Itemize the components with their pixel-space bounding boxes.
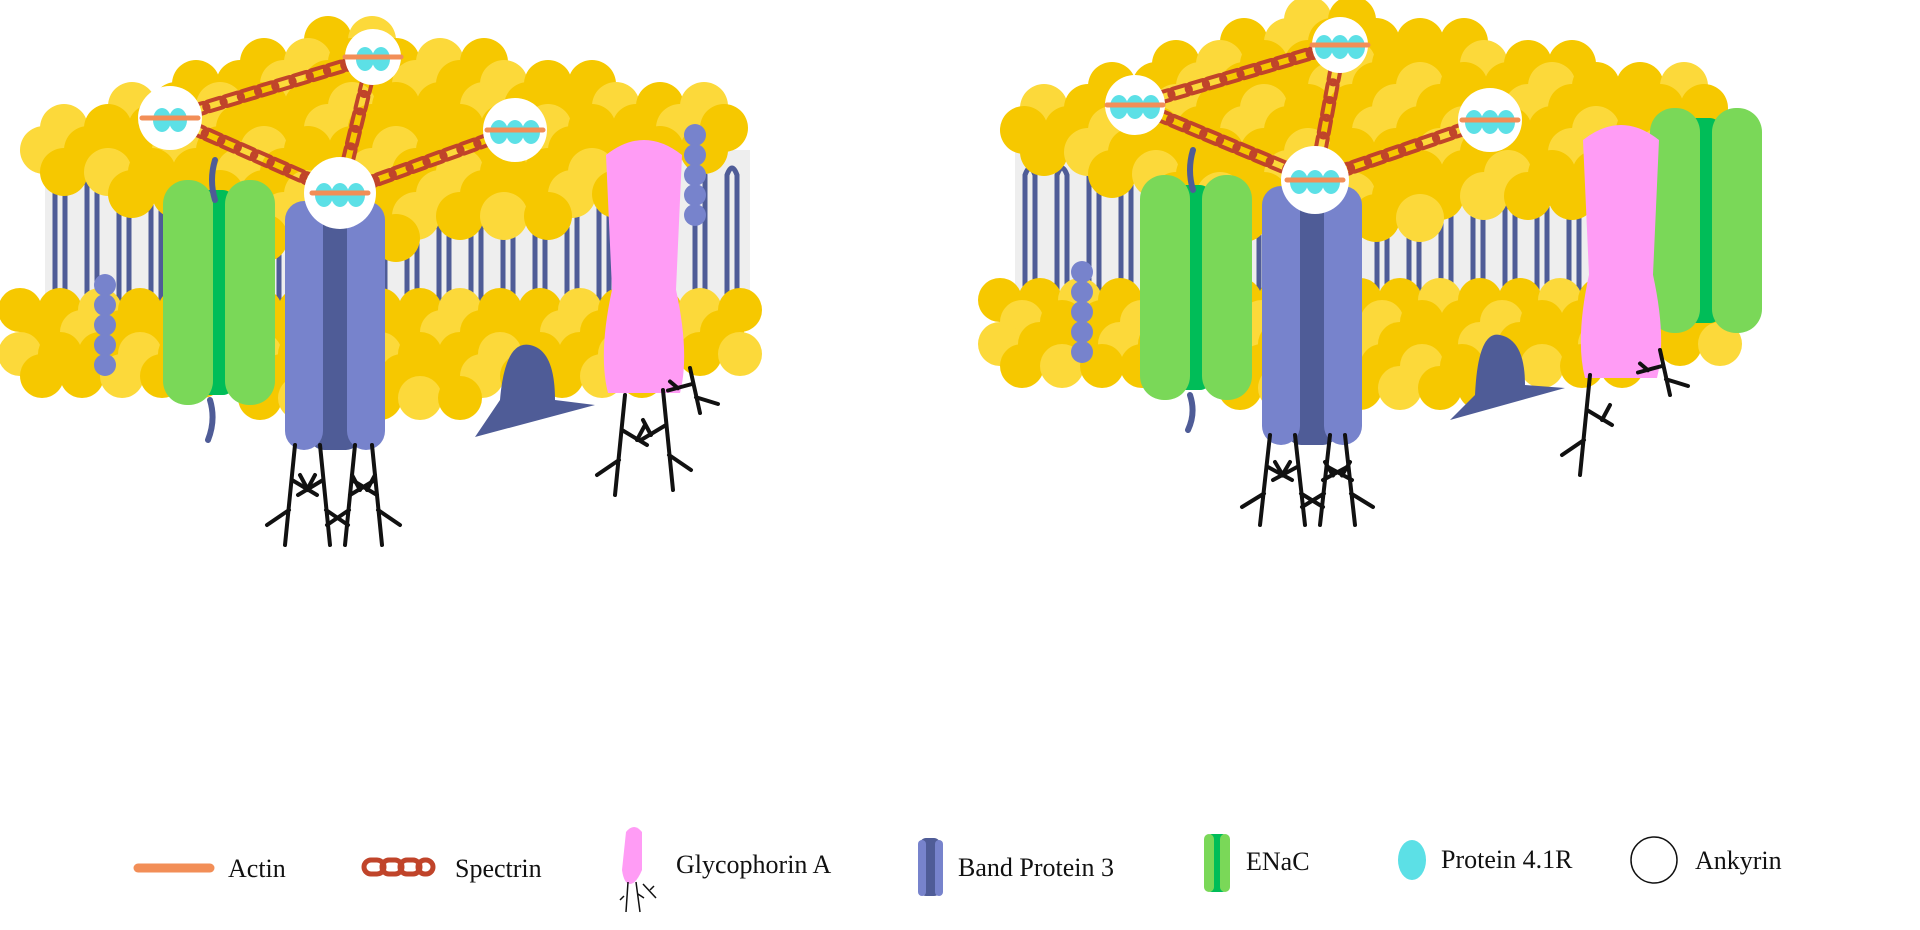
lipid-head xyxy=(1460,172,1508,220)
lipid-head xyxy=(40,148,88,196)
legend-label-glycophorin-a: Glycophorin A xyxy=(676,850,831,879)
lipid-head xyxy=(438,376,482,420)
lipid-head xyxy=(1698,322,1742,366)
enac-channel xyxy=(163,180,275,405)
lipid-head xyxy=(1548,172,1596,220)
lipid-head xyxy=(1000,344,1044,388)
legend-label-actin: Actin xyxy=(228,854,286,883)
lipid-head xyxy=(1088,150,1136,198)
oligosaccharide xyxy=(1321,433,1375,527)
lipid-head xyxy=(398,376,442,420)
legend-item-protein-41r: Protein 4.1R xyxy=(1398,840,1573,880)
ankyrin-complex xyxy=(1281,146,1349,214)
legend-label-protein-41r: Protein 4.1R xyxy=(1441,845,1573,874)
band-protein-3-icon xyxy=(918,838,943,896)
legend-item-actin: Actin xyxy=(133,854,286,883)
oligosaccharide xyxy=(265,443,319,547)
lipid-head xyxy=(436,192,484,240)
ankyrin-complex xyxy=(1104,75,1166,135)
lipid-head xyxy=(1378,366,1422,410)
lipid-head xyxy=(1658,322,1702,366)
oligosaccharide xyxy=(639,388,693,492)
lipid-head xyxy=(1520,344,1564,388)
lipid-head xyxy=(1418,366,1462,410)
lipid-head xyxy=(1504,172,1552,220)
peripheral-protein-beads xyxy=(684,124,706,226)
ankyrin-complex xyxy=(304,157,376,229)
band-protein-3 xyxy=(285,195,385,450)
lipid-tail xyxy=(724,165,740,313)
oligosaccharide xyxy=(595,393,649,497)
legend-item-spectrin: Spectrin xyxy=(361,854,542,883)
membrane-panel-left xyxy=(0,16,762,547)
lipid-tail xyxy=(1054,165,1070,313)
ankyrin-complex xyxy=(1458,88,1522,152)
gpi-anchored-protein xyxy=(1450,334,1565,420)
ankyrin-complex xyxy=(483,98,547,162)
legend-item-glycophorin-a: Glycophorin A xyxy=(619,827,831,913)
lipid-head xyxy=(1352,194,1400,242)
legend-label-ankyrin: Ankyrin xyxy=(1695,846,1782,875)
ankyrin-complex xyxy=(1309,17,1371,73)
oligosaccharide xyxy=(666,366,720,415)
oligosaccharide xyxy=(1240,433,1294,527)
band-protein-3 xyxy=(1262,180,1362,445)
lipid-head xyxy=(524,192,572,240)
legend-item-band-protein-3: Band Protein 3 xyxy=(918,838,1114,896)
lipid-head xyxy=(480,192,528,240)
legend: Actin Spectrin Glycophorin A xyxy=(133,827,1782,913)
lipid-head xyxy=(108,170,156,218)
ankyrin-complex xyxy=(342,29,404,85)
ankyrin-complex xyxy=(138,86,202,150)
membrane-panel-right xyxy=(978,0,1762,527)
legend-label-spectrin: Spectrin xyxy=(455,854,542,883)
enac-channel xyxy=(1650,108,1762,333)
lipid-head xyxy=(60,354,104,398)
protein-tail xyxy=(205,157,218,443)
protein-tail xyxy=(1185,147,1196,433)
lipid-head xyxy=(718,332,762,376)
lipid-head xyxy=(678,332,722,376)
peripheral-protein-beads xyxy=(1071,261,1093,363)
lipid-head xyxy=(20,354,64,398)
gpi-anchored-protein xyxy=(475,344,595,437)
legend-label-enac: ENaC xyxy=(1246,847,1310,876)
peripheral-protein-beads xyxy=(94,274,116,376)
glycophorin-a-icon xyxy=(619,827,657,913)
glycophorin-a xyxy=(1580,125,1662,378)
glycophorin-a xyxy=(603,140,685,393)
ankyrin-circle-icon xyxy=(1630,836,1678,884)
legend-item-ankyrin: Ankyrin xyxy=(1630,836,1782,884)
oligosaccharide xyxy=(1636,348,1690,397)
enac-channel xyxy=(1140,175,1252,400)
oligosaccharide xyxy=(1271,433,1325,527)
protein-41r-icon xyxy=(1398,840,1426,880)
legend-item-enac: ENaC xyxy=(1204,834,1310,892)
oligosaccharide xyxy=(296,443,350,547)
legend-label-band-protein-3: Band Protein 3 xyxy=(958,853,1114,882)
oligosaccharide xyxy=(1560,373,1614,477)
lipid-head xyxy=(1020,128,1068,176)
spectrin-chain-icon xyxy=(361,857,436,877)
enac-channel-icon xyxy=(1204,834,1230,892)
oligosaccharide xyxy=(348,443,402,547)
lipid-head xyxy=(1396,194,1444,242)
